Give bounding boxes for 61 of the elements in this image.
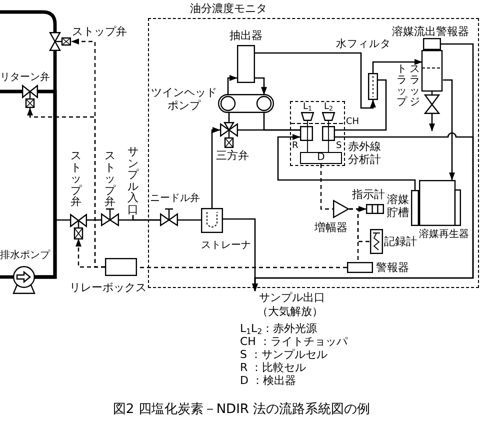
part-label: サンプル出口 (259, 291, 326, 304)
pipe-line (0, 10, 57, 32)
part-label: 警報器 (376, 261, 410, 274)
part-label: ストレーナ (201, 240, 252, 252)
pipe-arrow (252, 132, 474, 292)
pipe-arrow (255, 52, 376, 109)
part-label: 排水ポンプ (0, 250, 51, 262)
pipe-line (0, 275, 14, 279)
part-label: サンプル入口 (127, 146, 139, 215)
part-label: （大気解放） (257, 305, 324, 318)
part-label: L$_{1}$ (302, 102, 314, 112)
part-label: ストップ弁 (70, 150, 82, 208)
pipe-line (132, 215, 160, 221)
pipe-arrow (227, 75, 238, 95)
part-label: ストップ弁 (104, 150, 116, 208)
callout-label: CH (346, 117, 360, 128)
part-label: 水フィルタ (336, 38, 392, 50)
part-label: 増幅器 (314, 221, 348, 234)
pipe-line (238, 129, 300, 131)
part-label: S (336, 141, 343, 151)
figure-caption: 図2 四塩化炭素－NDIR 法の流路系統図の例 (112, 402, 370, 417)
key-note: R ：比較セル (240, 361, 306, 374)
part-label: 溶媒流出警報器 (392, 25, 470, 38)
pipe-arrow (443, 79, 455, 180)
pipe-arrow (429, 114, 435, 132)
signal-line (320, 164, 333, 210)
key-note: D ：検出器 (240, 374, 296, 387)
pipe-line (34, 219, 70, 278)
pipe-arrow (211, 127, 220, 208)
part-label: リレーボックス (68, 281, 148, 294)
part-label: R (292, 141, 300, 151)
part-label: 溶媒再生器 (419, 229, 470, 241)
signal-line (137, 266, 347, 268)
pipe-line (335, 79, 387, 131)
part-label: スラッジトラップ (396, 64, 421, 110)
part-label: 溶媒貯槽 (387, 193, 410, 219)
pipe-line (178, 219, 201, 221)
part-label: 三方弁 (216, 149, 249, 163)
signal-line (349, 208, 359, 262)
signal-arrow (71, 38, 105, 268)
part-label: 記録計 (384, 235, 418, 248)
part-label: リターン弁 (0, 72, 51, 84)
part-label: L$_{2}$ (322, 102, 334, 112)
part-label: ツインヘッドポンプ (150, 86, 218, 114)
key-note: CH ：ライトチョッパ (240, 335, 348, 348)
key-note: L$_{1}$L$_{2}$：赤外光源 (240, 322, 318, 335)
group-title: 赤外線分析計 (348, 140, 382, 166)
pipe-arrow (277, 134, 416, 190)
part-label: 抽出器 (228, 29, 264, 43)
key-note: S ：サンプルセル (240, 348, 328, 361)
pipe-line (34, 90, 57, 279)
pipe-line (0, 90, 22, 94)
detector-box: D (300, 152, 342, 164)
part-label: ストップ弁 (72, 25, 128, 38)
pipe-line (228, 113, 230, 123)
group-title: 油分濃度モニタ (190, 2, 268, 16)
part-label: ニードル弁 (150, 193, 201, 206)
pipe-line (87, 219, 101, 221)
pipe-arrow (372, 59, 422, 73)
part-label: 指示計 (352, 188, 386, 201)
pipe-arrow (255, 77, 267, 95)
